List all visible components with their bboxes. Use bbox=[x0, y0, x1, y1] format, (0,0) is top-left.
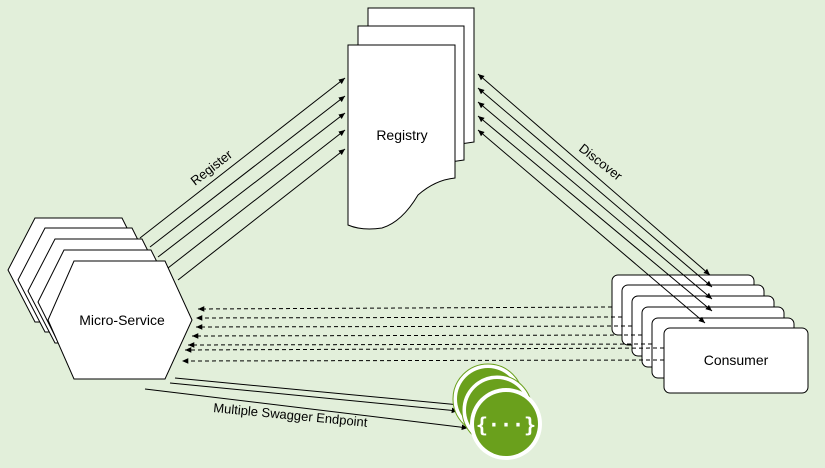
register-arrow bbox=[167, 129, 346, 269]
register-arrow bbox=[157, 112, 346, 258]
registry-node: Registry bbox=[347, 7, 475, 230]
microservice-hex-front bbox=[47, 260, 193, 380]
microservice-node: Micro-Service bbox=[7, 217, 193, 380]
swagger-arrows bbox=[144, 377, 469, 431]
call-arrow bbox=[184, 347, 665, 353]
swagger-arrow bbox=[169, 382, 459, 414]
swagger-icon-glyph: {···} bbox=[476, 413, 536, 437]
register-arrow bbox=[139, 77, 346, 239]
discover-arrow bbox=[477, 129, 706, 324]
discover-arrows bbox=[477, 73, 713, 324]
swagger-icon bbox=[474, 392, 538, 456]
call-arrow bbox=[197, 306, 613, 312]
swagger-label: Multiple Swagger Endpoint bbox=[213, 400, 369, 430]
discover-arrow bbox=[477, 73, 711, 276]
call-arrow bbox=[181, 358, 665, 364]
microservice-label: Micro-Service bbox=[79, 312, 165, 328]
swagger-icon-stack: {···} bbox=[452, 363, 542, 460]
call-arrow bbox=[195, 315, 623, 321]
call-arrow bbox=[191, 333, 643, 339]
consumer-label: Consumer bbox=[704, 352, 769, 368]
swagger-arrow bbox=[144, 388, 469, 431]
registry-label: Registry bbox=[376, 127, 427, 143]
discover-arrow bbox=[477, 101, 713, 300]
call-arrow bbox=[195, 324, 633, 330]
discover-arrow bbox=[477, 115, 713, 312]
consumer-call-arrows bbox=[181, 306, 665, 364]
discover-arrow bbox=[477, 87, 713, 288]
consumer-node: Consumer bbox=[611, 274, 809, 394]
registry-page-front bbox=[347, 44, 456, 230]
register-arrows bbox=[139, 77, 346, 281]
register-arrow bbox=[149, 95, 346, 248]
swagger-arrow bbox=[174, 377, 461, 408]
call-arrow bbox=[187, 342, 653, 348]
register-arrow bbox=[177, 148, 346, 281]
